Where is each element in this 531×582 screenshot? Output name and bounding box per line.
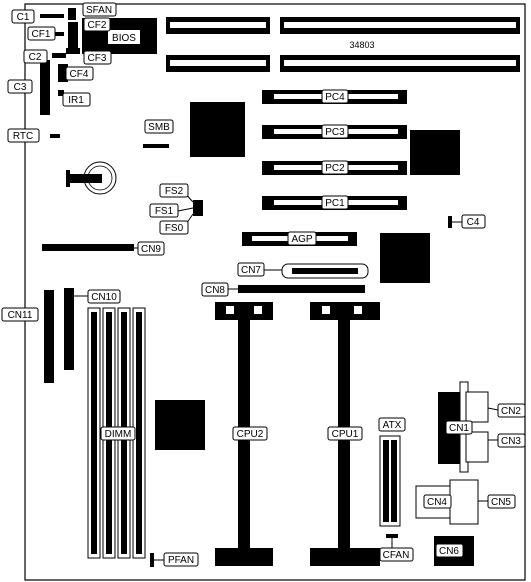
label-cn10: CN10 xyxy=(87,289,121,304)
svg-text:CPU2: CPU2 xyxy=(237,429,264,440)
label-c4: C4 xyxy=(461,214,486,229)
atx-connector xyxy=(379,435,401,527)
label-cn7: CN7 xyxy=(237,262,265,277)
chipset-north xyxy=(190,102,245,157)
svg-text:IR1: IR1 xyxy=(68,95,84,106)
label-cn5: CN5 xyxy=(487,494,516,509)
chipset-agp-right xyxy=(380,233,430,283)
svg-text:FS1: FS1 xyxy=(155,206,174,217)
svg-text:PC4: PC4 xyxy=(325,92,345,103)
svg-text:C2: C2 xyxy=(29,52,42,63)
chipset-south xyxy=(155,400,205,450)
svg-text:FS0: FS0 xyxy=(165,223,184,234)
label-cn1: CN1 xyxy=(445,420,473,435)
svg-text:CFAN: CFAN xyxy=(383,550,410,561)
usb-ps2-cn4 xyxy=(415,479,479,525)
label-fs1: FS1 xyxy=(149,203,179,218)
label-agp: AGP xyxy=(287,231,317,246)
label-pc4: PC4 xyxy=(321,89,349,104)
cn8-header xyxy=(238,285,365,293)
label-ir1: IR1 xyxy=(62,92,91,107)
label-cn8: CN8 xyxy=(201,282,229,297)
cn10-header xyxy=(64,288,74,370)
label-cpu1: CPU1 xyxy=(327,426,363,441)
label-pfan: PFAN xyxy=(163,552,199,567)
svg-text:C4: C4 xyxy=(467,217,480,228)
svg-text:ATX: ATX xyxy=(383,420,402,431)
label-smb: SMB xyxy=(144,119,174,134)
battery xyxy=(66,161,117,195)
svg-text:PC3: PC3 xyxy=(325,127,345,138)
label-pc2: PC2 xyxy=(321,160,349,175)
svg-text:CN11: CN11 xyxy=(8,310,33,321)
cfan-header xyxy=(386,534,398,538)
label-cf2: CF2 xyxy=(83,17,111,32)
svg-text:CF4: CF4 xyxy=(70,69,89,80)
svg-text:C3: C3 xyxy=(14,82,27,93)
svg-text:CF1: CF1 xyxy=(32,29,51,40)
svg-text:PFAN: PFAN xyxy=(168,555,194,566)
svg-text:FS2: FS2 xyxy=(165,186,184,197)
label-cf1: CF1 xyxy=(27,26,56,41)
svg-text:CF3: CF3 xyxy=(88,53,107,64)
chipset-right xyxy=(410,130,460,175)
svg-text:DIMM: DIMM xyxy=(105,429,132,440)
smb-header xyxy=(143,144,169,148)
isa-slots xyxy=(166,17,520,72)
board-outline xyxy=(24,3,526,581)
label-c2: C2 xyxy=(23,49,48,64)
label-cf3: CF3 xyxy=(83,50,112,65)
svg-text:CPU1: CPU1 xyxy=(332,429,359,440)
svg-text:CN7: CN7 xyxy=(241,265,261,276)
top-left-components xyxy=(40,8,80,138)
svg-text:PC1: PC1 xyxy=(325,198,345,209)
svg-text:SMB: SMB xyxy=(148,122,170,133)
svg-text:CN9: CN9 xyxy=(141,244,161,255)
pfan-header xyxy=(150,553,154,567)
board-id: 34803 xyxy=(349,40,374,50)
cn11-header xyxy=(44,290,54,383)
label-pc1: PC1 xyxy=(321,195,349,210)
bios-label: BIOS xyxy=(112,33,136,44)
svg-text:CF2: CF2 xyxy=(88,20,107,31)
svg-text:CN8: CN8 xyxy=(205,285,225,296)
svg-text:CN5: CN5 xyxy=(491,497,511,508)
c4-part xyxy=(448,216,462,228)
svg-text:SFAN: SFAN xyxy=(86,5,112,16)
label-fs2: FS2 xyxy=(159,183,189,198)
svg-text:PC2: PC2 xyxy=(325,163,345,174)
label-cfan: CFAN xyxy=(379,547,414,562)
label-cf4: CF4 xyxy=(65,66,94,81)
label-cn9: CN9 xyxy=(137,241,165,256)
cn9-header xyxy=(42,244,138,251)
svg-text:CN3: CN3 xyxy=(501,436,521,447)
label-pc3: PC3 xyxy=(321,124,349,139)
label-cn4: CN4 xyxy=(423,494,452,509)
svg-text:CN1: CN1 xyxy=(449,423,469,434)
label-cn11: CN11 xyxy=(1,307,39,322)
label-cn6: CN6 xyxy=(435,543,464,558)
svg-text:AGP: AGP xyxy=(291,234,312,245)
label-cn2: CN2 xyxy=(497,403,526,418)
label-cpu2: CPU2 xyxy=(232,426,268,441)
svg-text:CN2: CN2 xyxy=(501,406,521,417)
label-atx: ATX xyxy=(378,417,406,432)
label-rtc: RTC xyxy=(7,128,40,143)
svg-text:CN4: CN4 xyxy=(427,497,447,508)
label-c3: C3 xyxy=(7,79,33,94)
svg-text:CN6: CN6 xyxy=(439,546,459,557)
svg-text:C1: C1 xyxy=(17,12,30,23)
label-fs0: FS0 xyxy=(159,220,189,235)
label-c1: C1 xyxy=(11,9,35,24)
svg-text:RTC: RTC xyxy=(13,131,33,142)
label-sfan: SFAN xyxy=(82,2,117,17)
label-dimm: DIMM xyxy=(100,426,136,441)
cn7-connector xyxy=(281,263,369,279)
label-cn3: CN3 xyxy=(497,433,526,448)
svg-text:CN10: CN10 xyxy=(91,292,117,303)
